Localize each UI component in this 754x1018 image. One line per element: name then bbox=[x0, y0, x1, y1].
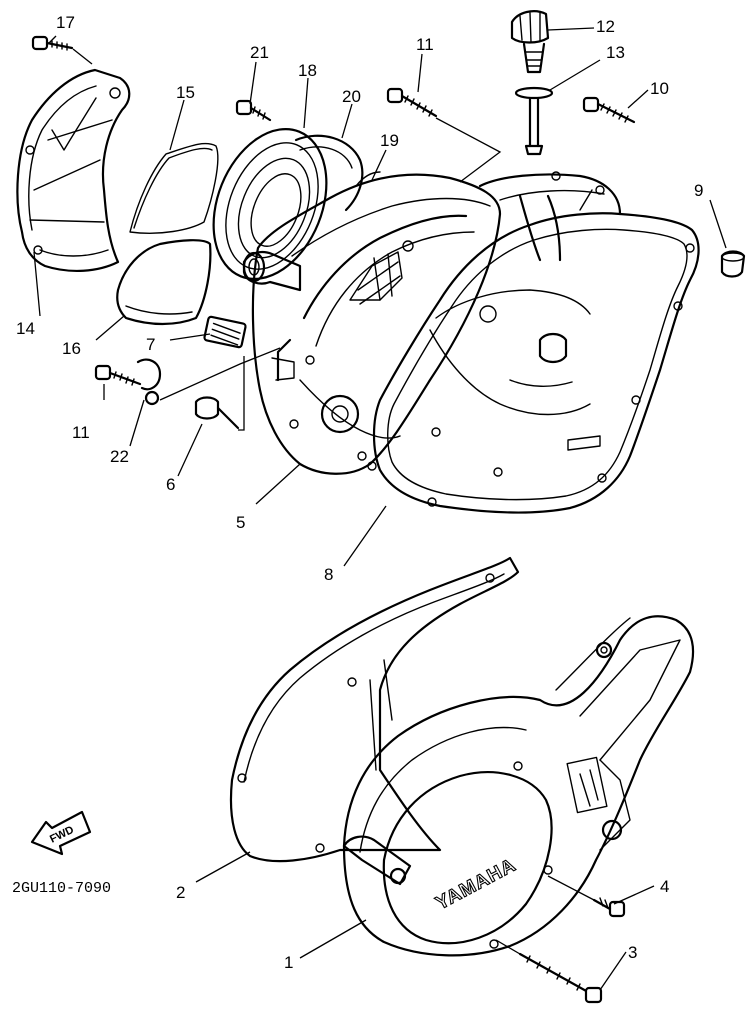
callout-10: 10 bbox=[650, 79, 669, 98]
callout-1: 1 bbox=[284, 953, 293, 972]
brand-logo-text: YAMAHA bbox=[432, 855, 519, 915]
callout-9: 9 bbox=[694, 181, 703, 200]
callout-5: 5 bbox=[236, 513, 245, 532]
callout-leaders bbox=[33, 27, 727, 991]
part-13-o-ring bbox=[514, 86, 554, 156]
callout-11-upper: 11 bbox=[416, 35, 434, 54]
callout-7: 7 bbox=[146, 335, 155, 354]
callout-13: 13 bbox=[606, 43, 625, 62]
fwd-arrow-icon: FWD bbox=[30, 810, 92, 856]
part-10-bolt bbox=[582, 96, 636, 124]
part-22-circlip bbox=[136, 347, 281, 406]
callout-15: 15 bbox=[176, 83, 195, 102]
callout-16: 16 bbox=[62, 339, 81, 358]
part-20-ring bbox=[294, 134, 364, 212]
callout-14: 14 bbox=[16, 319, 35, 338]
part-11-bolt-lower bbox=[94, 364, 142, 386]
part-8-gasket bbox=[367, 212, 700, 514]
part-9-plug bbox=[720, 250, 746, 278]
part-16-plate bbox=[116, 239, 212, 326]
callout-labels: 17 21 18 20 19 11 12 13 10 9 15 14 16 7 … bbox=[16, 13, 703, 972]
part-2-gasket bbox=[229, 556, 520, 863]
part-4-bolt bbox=[547, 875, 626, 918]
part-code-label: 2GU110-7090 bbox=[12, 880, 111, 897]
callout-2: 2 bbox=[176, 883, 185, 902]
part-17-bolt bbox=[31, 35, 93, 65]
part-15-gasket bbox=[129, 142, 219, 234]
callout-12: 12 bbox=[596, 17, 615, 36]
part-3-bolt bbox=[495, 939, 603, 1004]
callout-19: 19 bbox=[380, 131, 399, 150]
callout-17: 17 bbox=[56, 13, 75, 32]
part-7-strainer bbox=[203, 315, 247, 349]
callout-21: 21 bbox=[250, 43, 269, 62]
part-14-kickstarter-cover bbox=[16, 68, 131, 273]
part-1-generator-cover: YAMAHA bbox=[342, 615, 695, 957]
part-5-crankcase-cover bbox=[242, 173, 502, 475]
callout-3: 3 bbox=[628, 943, 637, 962]
part-12-filler-cap bbox=[510, 10, 550, 74]
part-19-seal bbox=[355, 171, 381, 187]
callout-6: 6 bbox=[166, 475, 175, 494]
callout-11-lower: 11 bbox=[72, 423, 90, 442]
crankcase-body bbox=[429, 171, 622, 451]
callout-22: 22 bbox=[110, 447, 129, 466]
callout-18: 18 bbox=[298, 61, 317, 80]
callout-8: 8 bbox=[324, 565, 333, 584]
part-11-bolt-upper bbox=[386, 87, 502, 183]
part-6-fitting bbox=[194, 356, 245, 431]
callout-4: 4 bbox=[660, 877, 669, 896]
part-21-bolt bbox=[235, 99, 272, 122]
callout-20: 20 bbox=[342, 87, 361, 106]
part-18-cover bbox=[212, 128, 328, 280]
